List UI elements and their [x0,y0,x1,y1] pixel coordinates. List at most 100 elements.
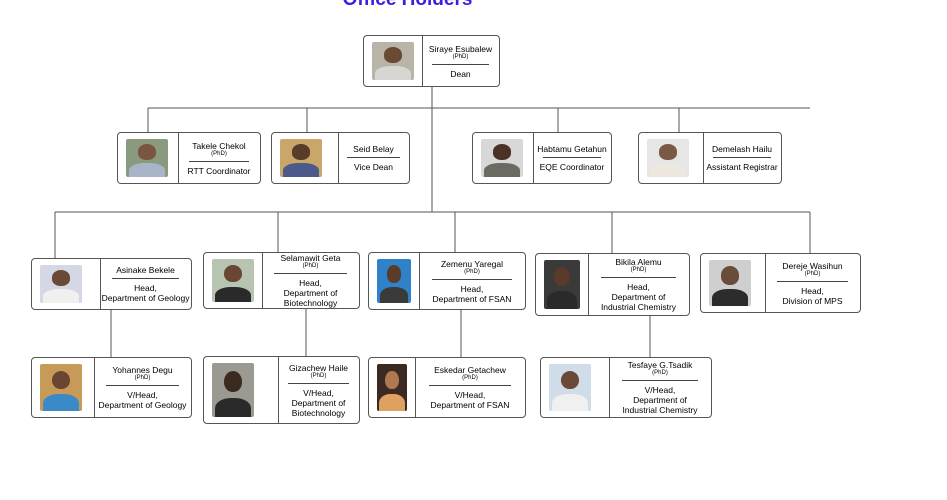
officer-photo [544,260,580,309]
info-rule [543,157,601,158]
info-rule [274,273,347,274]
officer-role-line: Head, [627,282,650,292]
officer-degree: (PhD) [804,270,821,277]
card-divider [533,133,534,183]
officer-photo [377,364,407,411]
officer-degree: (PhD) [310,372,327,379]
card-divider [178,133,179,183]
card-divider [262,253,263,308]
officer-role-line: V/Head, [644,385,676,395]
info-rule [111,278,180,279]
officer-card: Tesfaye G.Tsadik(PhD) V/Head,Department o… [540,357,712,418]
officer-degree: (PhD) [630,267,647,273]
info-rule [288,382,349,384]
officer-degree: (PhD) [462,375,478,381]
officer-role-line: Biotechnology [291,407,346,418]
officer-role-line: Dean [450,68,471,79]
officer-name: Takele Chekol [192,140,246,151]
card-divider [588,254,589,315]
officer-role-line: Head, [299,278,322,288]
officer-role-line: Head, [801,285,824,296]
officer-role-line: Assistant Registrar [706,162,778,172]
officer-role-line: Department of Geology [98,400,187,410]
officer-role-line: Vice Dean [353,162,394,172]
officer-info: Yohannes Degu(PhD)V/Head,Department of G… [96,358,189,417]
officer-role-line: Division of MPS [782,295,843,306]
officer-role-line: Department of [283,288,338,298]
officer-photo [212,259,254,302]
info-rule [432,278,512,280]
info-rule [106,385,179,386]
officer-info: Tesfaye G.Tsadik(PhD) V/Head,Department o… [611,358,709,417]
officer-info: Eskedar Getachew(PhD)V/Head,Department o… [417,358,523,417]
officer-degree: (PhD) [652,370,668,376]
officer-card: Eskedar Getachew(PhD)V/Head,Department o… [368,357,526,418]
officer-role-line: EQE Coordinator [539,162,605,172]
officer-card: Siraye Esubalew(PhD)Dean [363,35,500,87]
officer-degree: (PhD) [302,263,319,269]
officer-role-line: V/Head, [454,390,486,400]
officer-photo [212,363,254,417]
officer-name: Yohannes Degu [112,365,173,375]
officer-photo [126,139,168,177]
officer-photo [647,139,689,177]
officer-card: Dereje Wasihun(PhD) Head,Division of MPS [700,253,861,313]
card-divider [415,358,416,417]
officer-role-line: V/Head, [303,387,334,398]
officer-role-line: Department of [611,292,666,302]
info-rule [432,63,489,65]
officer-photo [40,364,82,411]
officer-name: Eskedar Getachew [434,365,506,375]
page-title: Office Holders [300,0,515,11]
officer-degree: (PhD) [211,150,227,157]
officer-name: Habtamu Getahun [537,144,607,154]
officer-name: Bikila Alemu [615,257,662,267]
officer-name: Zemenu Yaregal [440,258,504,269]
info-rule [621,380,699,381]
info-rule [600,277,677,278]
officer-info: Siraye Esubalew(PhD)Dean [424,36,497,86]
card-divider [422,36,423,86]
officer-role-line: Department of [633,395,687,405]
info-rule [347,157,400,158]
officer-degree: (PhD) [452,53,469,60]
officer-photo [40,265,82,303]
officer-role-line: V/Head, [127,390,158,400]
officer-card: Yohannes Degu(PhD)V/Head,Department of G… [31,357,192,418]
officer-info: Dereje Wasihun(PhD) Head,Division of MPS [767,254,858,312]
card-divider [765,254,766,312]
officer-role-line: Head, [460,283,484,294]
officer-name: Dereje Wasihun [782,260,843,271]
officer-photo [709,260,751,306]
officer-photo [549,364,591,411]
officer-photo [372,42,414,80]
officer-role-line: Department of [291,397,346,408]
officer-role-line: Department of Geology [101,293,190,303]
card-divider [94,358,95,417]
info-rule [188,160,250,162]
officer-role-line: Department of FSAN [432,293,512,304]
officer-name: Gizachew Haile [288,362,349,373]
officer-photo [377,259,411,303]
officer-name: Tesfaye G.Tsadik [627,360,693,370]
officer-card: Zemenu Yaregal(PhD)Head,Department of FS… [368,252,526,310]
info-rule [428,385,512,386]
officer-info: Zemenu Yaregal(PhD)Head,Department of FS… [421,253,523,309]
info-rule [713,157,771,158]
officer-name: Seid Belay [353,144,394,154]
officer-role-line: Head, [134,283,157,293]
card-divider [609,358,610,417]
